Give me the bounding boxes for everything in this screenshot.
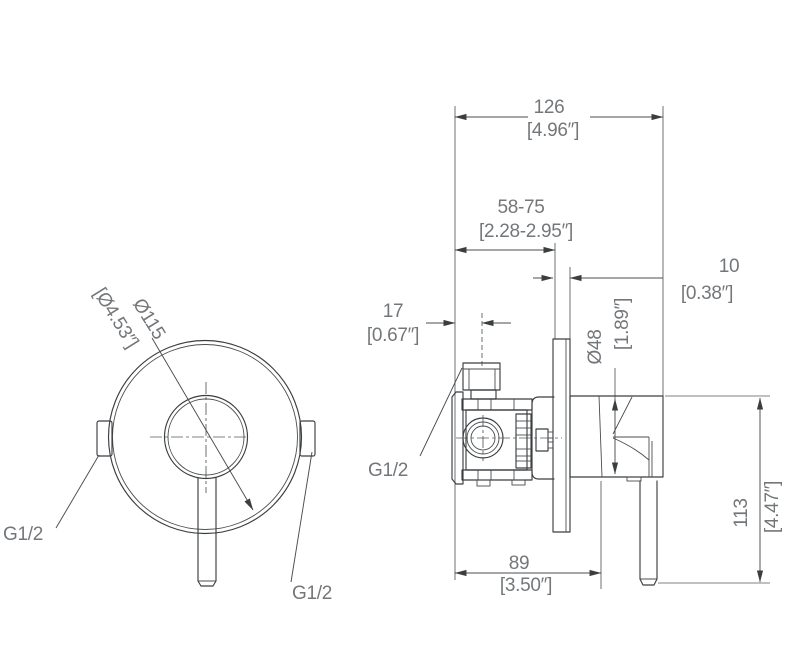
wall-plate <box>552 338 571 533</box>
valve-stem <box>535 428 549 452</box>
wall-plate-profile <box>552 338 571 533</box>
dim-10-inch: [0.38″] <box>681 283 733 304</box>
dim-48-inch: [1.89″] <box>612 298 633 350</box>
dim-126-inch: [4.96″] <box>527 120 579 141</box>
dim-58-75-inch: [2.28-2.95″] <box>479 221 573 242</box>
dim-line-diameter-115 <box>151 337 254 511</box>
escutcheon-and-handle-base <box>569 395 664 478</box>
mounting-bracket <box>451 391 464 485</box>
right-connection-tab <box>299 420 316 457</box>
handle-lever-side <box>639 480 658 586</box>
dim-113-mm: 113 <box>731 498 752 527</box>
extension-lines <box>454 106 770 589</box>
dim-17-inch: [0.67″] <box>367 325 419 346</box>
leader-thread-inlet <box>419 367 463 457</box>
valve-body <box>451 362 562 487</box>
leader-thread-left <box>55 454 100 529</box>
dim-10-mm: 10 <box>719 256 740 277</box>
top-rail <box>461 398 533 411</box>
bottom-rail <box>461 469 533 481</box>
thread-label-inlet: G1/2 <box>368 460 408 481</box>
valve-cartridge-housing <box>465 409 528 471</box>
dim-48-mm: Ø48 <box>585 329 606 364</box>
inlet-neck <box>470 389 497 400</box>
side-view: 126 [4.96″] 58-75 [2.28-2.95″] 17 [0.67″… <box>367 97 783 596</box>
dim-17-mm: 17 <box>383 301 404 322</box>
trim-plate-inner-rim <box>112 344 298 530</box>
dim-126-mm: 126 <box>534 97 565 118</box>
cartridge-cap <box>515 413 532 469</box>
handle-hub-outer <box>163 394 249 480</box>
dim-58-75-mm: 58-75 <box>497 197 544 218</box>
left-connection-tab <box>96 420 113 457</box>
dim-89-mm: 89 <box>509 553 530 574</box>
handle-assembly <box>569 395 664 586</box>
trim-plate-outer-circle <box>107 339 303 535</box>
thread-label-right: G1/2 <box>292 583 332 604</box>
handle-lever-front <box>197 477 217 587</box>
dim-113-inch: [4.47″] <box>762 481 783 533</box>
dim-diameter-115-inch: [Ø4.53″] <box>89 284 142 352</box>
thread-label-left: G1/2 <box>3 524 43 545</box>
escutcheon-sleeve <box>531 396 555 480</box>
leader-thread-right <box>290 451 313 583</box>
front-view: Ø115 [Ø4.53″] G1/2 G1/2 <box>3 284 332 604</box>
dim-89-inch: [3.50″] <box>500 575 552 596</box>
